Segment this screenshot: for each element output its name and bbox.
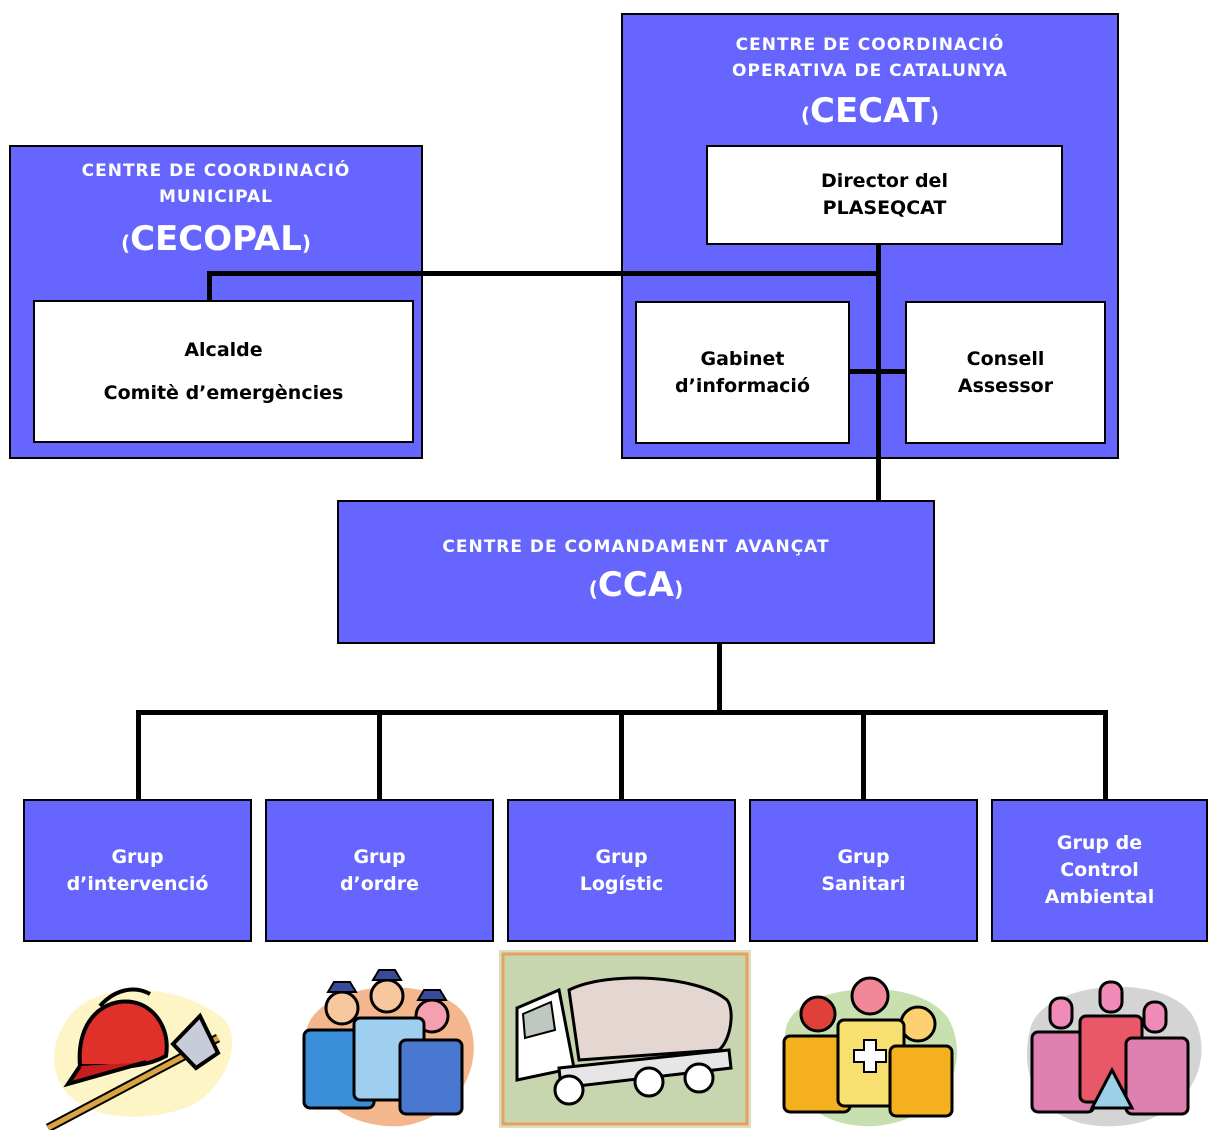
group-ordre-line-2: d’ordre: [339, 872, 420, 895]
cecat-title-line-2: OPERATIVA DE CATALUNYA: [732, 61, 1008, 81]
helmet-axe-icon: [45, 987, 233, 1130]
gabinet-line-2: d’informació: [675, 374, 810, 397]
group-intervencio-line-2: d’intervenció: [66, 872, 209, 895]
group-ambiental-box: Grup de Control Ambiental: [991, 799, 1208, 942]
tanker-truck-icon: [499, 950, 751, 1128]
medical-team-icon: [782, 976, 958, 1127]
connector-group-4: [861, 710, 866, 800]
alcalde-box: Alcalde Comitè d’emergències: [33, 300, 414, 443]
cecat-acronym: (CECAT): [800, 91, 940, 131]
connector-cecopal-over-cecat: [621, 271, 879, 276]
connector-cca-drop: [717, 643, 722, 713]
gabinet-line-1: Gabinet: [700, 347, 785, 370]
group-intervencio-box: Grup d’intervenció: [23, 799, 252, 942]
cecopal-title-line-1: CENTRE DE COORDINACIÓ: [81, 161, 351, 181]
director-box: Director del PLASEQCAT: [706, 145, 1063, 245]
group-ambiental-line-2: Control: [1060, 859, 1139, 881]
group-ordre-line-1: Grup: [353, 845, 406, 868]
director-line-2: PLASEQCAT: [822, 197, 947, 219]
cecopal-acronym: (CECOPAL): [120, 219, 312, 259]
cca-title: CENTRE DE COMANDAMENT AVANÇAT: [442, 536, 830, 557]
group-logistic-line-2: Logístic: [579, 872, 664, 895]
cecopal-title-line-2: MUNICIPAL: [159, 187, 273, 207]
cecat-title-line-1: CENTRE DE COORDINACIÓ: [735, 35, 1005, 55]
police-group-icon: [302, 969, 474, 1127]
connector-advisers-over: [849, 369, 907, 374]
environmental-team-icon: [1026, 980, 1202, 1127]
group-ambiental-line-1: Grup de: [1056, 832, 1143, 854]
comite-label: Comitè d’emergències: [103, 381, 344, 404]
connector-group-5: [1103, 710, 1108, 800]
cca-box: CENTRE DE COMANDAMENT AVANÇAT (CCA): [337, 500, 935, 644]
group-ordre-box: Grup d’ordre: [265, 799, 494, 942]
cca-acronym: (CCA): [588, 564, 684, 605]
connector-group-3: [619, 710, 624, 800]
consell-box: Consell Assessor: [905, 301, 1106, 444]
group-sanitari-line-1: Grup: [837, 845, 890, 868]
group-logistic-box: Grup Logístic: [507, 799, 736, 942]
consell-line-1: Consell: [966, 347, 1045, 370]
director-line-1: Director del: [821, 170, 948, 192]
group-logistic-line-1: Grup: [595, 845, 648, 868]
alcalde-label: Alcalde: [184, 338, 263, 361]
consell-line-2: Assessor: [957, 374, 1054, 397]
group-sanitari-box: Grup Sanitari: [749, 799, 978, 942]
group-ambiental-line-3: Ambiental: [1044, 886, 1155, 908]
connector-cecopal-to-cecat-over: [207, 271, 627, 276]
connector-group-2: [377, 710, 382, 800]
group-sanitari-line-2: Sanitari: [821, 872, 906, 895]
gabinet-box: Gabinet d’informació: [635, 301, 850, 444]
group-intervencio-line-1: Grup: [111, 845, 164, 868]
connector-cecopal-drop-over: [207, 271, 212, 301]
connector-group-1: [136, 710, 141, 800]
